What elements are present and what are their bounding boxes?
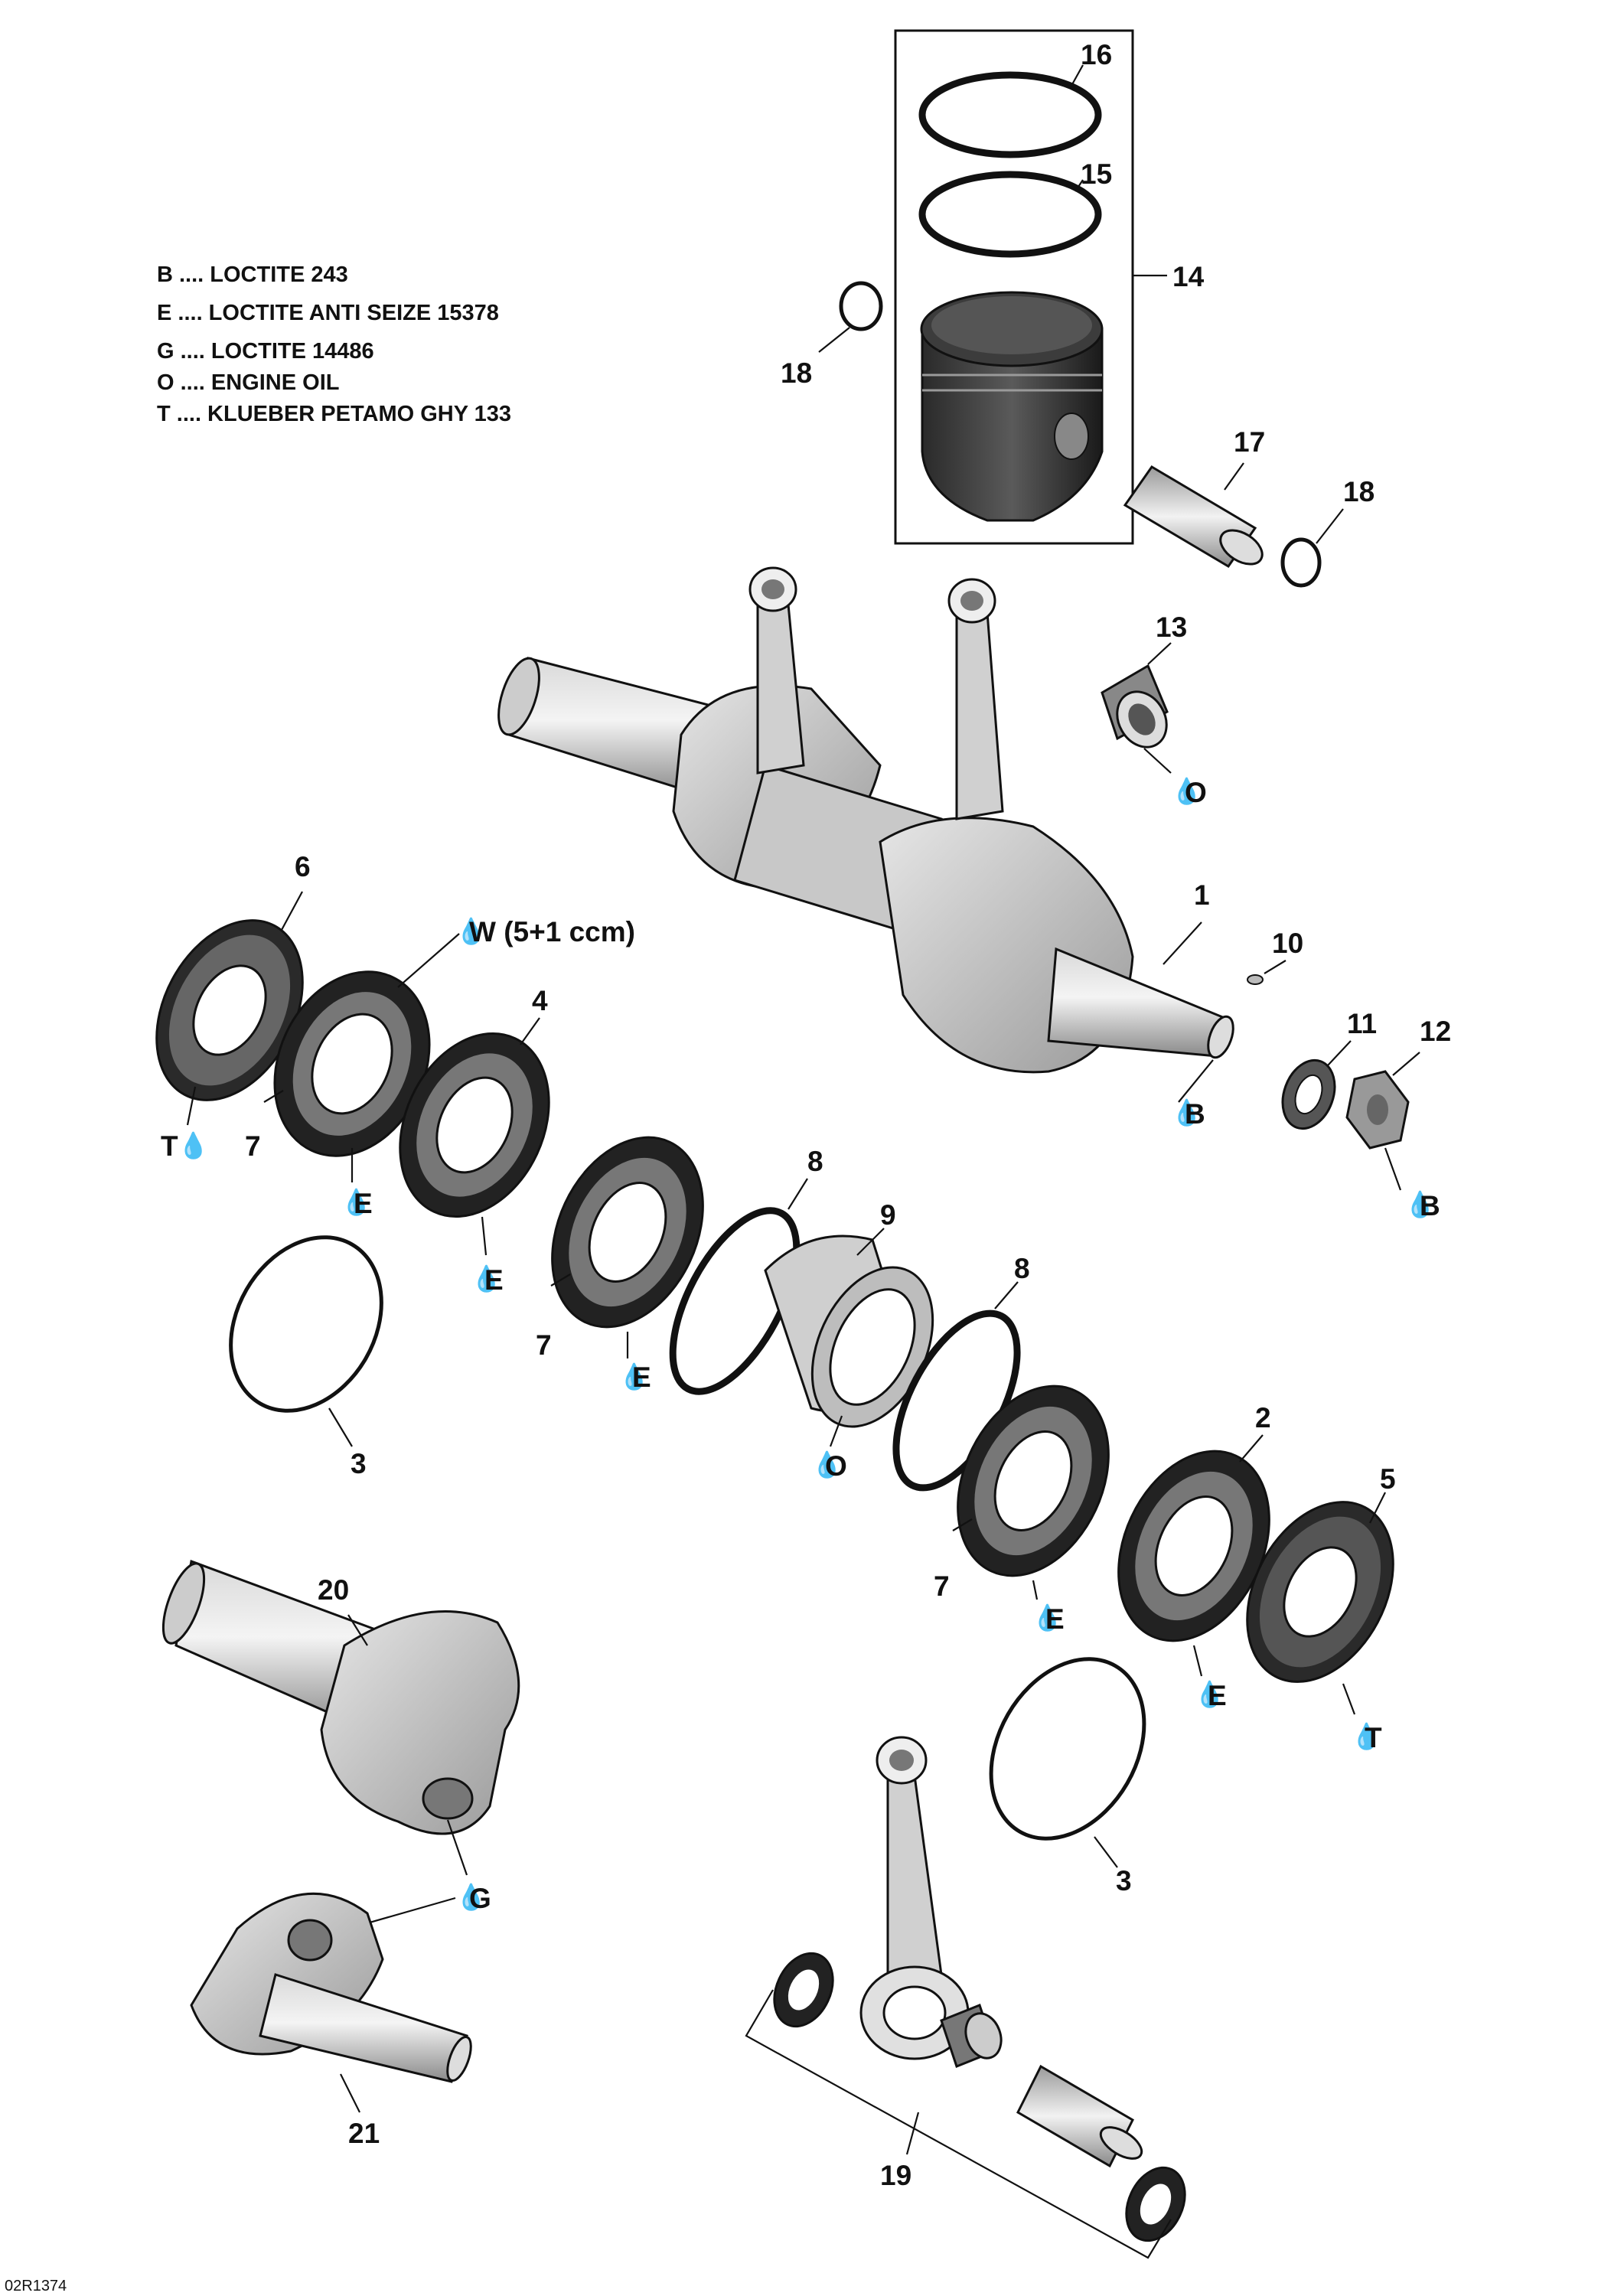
legend: B .... LOCTITE 243 E .... LOCTITE ANTI S… — [157, 263, 511, 426]
bearing-housing-9: 9 💧 O — [764, 1199, 934, 1482]
legend-line: G .... LOCTITE 14486 — [157, 339, 374, 364]
circlip-18-left: 18 — [781, 281, 883, 389]
lube-e-4: 💧 — [471, 1264, 502, 1293]
circlip-18-right: 18 — [1280, 476, 1375, 588]
oil-seal-6: 6 T 💧 — [155, 851, 311, 1162]
lube-b-1: 💧 — [1171, 1098, 1202, 1127]
lube-code: B — [1185, 1098, 1205, 1130]
lube-code: T — [1365, 1722, 1382, 1753]
o-ring-3-left: 3 — [229, 1235, 383, 1479]
lube-code: O — [1185, 777, 1207, 808]
callout-3-left: 3 — [351, 1448, 367, 1479]
callout-11: 11 — [1347, 1008, 1377, 1039]
bearing-7-a: 7 💧 W (5+1 ccm) 💧 E — [245, 916, 635, 1219]
legend-line: B .... LOCTITE 243 — [157, 263, 348, 287]
callout-6: 6 — [295, 851, 311, 882]
lube-e-7a: 💧 — [341, 1188, 372, 1217]
callout-12: 12 — [1420, 1016, 1451, 1047]
callout-18-left: 18 — [781, 357, 812, 389]
crankshaft-half-21: 21 — [190, 1892, 472, 2149]
callout-20: 20 — [318, 1574, 349, 1606]
callout-2: 2 — [1255, 1402, 1271, 1433]
lube-code: E — [484, 1264, 504, 1296]
callout-17: 17 — [1234, 426, 1265, 458]
lube-code: E — [632, 1362, 651, 1393]
callout-1: 1 — [1194, 879, 1210, 911]
drawing-reference: 02R1374 — [5, 2278, 67, 2294]
lube-code: B — [1420, 1190, 1440, 1221]
lube-t-5: 💧 — [1351, 1722, 1382, 1751]
crankshaft-half-20: 20 💧 G — [161, 1559, 520, 1938]
lube-e-2: 💧 — [1194, 1680, 1225, 1709]
bearing-7-c: 7 💧 E — [934, 1384, 1110, 1635]
callout-18-right: 18 — [1343, 476, 1375, 507]
lube-code: E — [1045, 1603, 1065, 1635]
lube-code: W (5+1 ccm) — [469, 916, 635, 947]
callout-15: 15 — [1081, 158, 1112, 190]
piston-kit-box — [894, 29, 1134, 545]
washer-11: 11 — [1281, 1008, 1377, 1130]
callout-8-b: 8 — [1014, 1253, 1030, 1284]
bearing-2: 2 💧 E — [1117, 1402, 1271, 1711]
callout-9: 9 — [880, 1199, 896, 1231]
callout-21: 21 — [348, 2118, 380, 2149]
retaining-ring-8-a: 8 — [669, 1146, 823, 1395]
callout-13: 13 — [1156, 612, 1187, 643]
lube-code: O — [825, 1450, 847, 1482]
callout-4: 4 — [532, 985, 548, 1016]
callout-7-b: 7 — [536, 1329, 552, 1361]
needle-bearing-13: 13 💧 O — [1101, 612, 1207, 808]
callout-5: 5 — [1380, 1463, 1396, 1495]
callout-7-c: 7 — [934, 1570, 950, 1602]
lube-g-20: 💧 — [455, 1883, 487, 1912]
piston — [920, 291, 1104, 522]
callout-3-right: 3 — [1116, 1865, 1132, 1896]
lube-code: E — [354, 1188, 373, 1219]
bearing-7-b: 7 💧 E — [536, 1136, 704, 1393]
lube-w-7: 💧 — [455, 917, 487, 946]
lube-t-6: 💧 — [178, 1131, 209, 1160]
bearing-4: 4 💧 E — [399, 985, 550, 1296]
lube-code: E — [1208, 1680, 1227, 1711]
o-ring-3-right: 3 — [989, 1657, 1146, 1896]
callout-19: 19 — [880, 2160, 911, 2191]
key-10: 10 — [1247, 928, 1303, 985]
lube-o-13: 💧 — [1171, 777, 1202, 806]
lube-code: G — [469, 1883, 491, 1914]
callout-7-a: 7 — [245, 1130, 261, 1162]
crankshaft-1: 1 💧 B — [497, 566, 1234, 1130]
lube-e-7c: 💧 — [1032, 1603, 1063, 1632]
lube-b-12: 💧 — [1404, 1190, 1436, 1219]
lube-o-9: 💧 — [811, 1450, 843, 1479]
oil-seal-5: 5 💧 T — [1246, 1463, 1396, 1753]
nut-12: 12 💧 B — [1345, 1016, 1451, 1221]
connecting-rod-kit-19: 19 — [745, 1736, 1186, 2259]
piston-kit-group: 14 16 15 — [894, 29, 1205, 545]
callout-14: 14 — [1172, 261, 1205, 292]
lube-code: T — [161, 1130, 178, 1162]
legend-line: E .... LOCTITE ANTI SEIZE 15378 — [157, 301, 499, 325]
lube-e-7b: 💧 — [618, 1362, 650, 1391]
piston-ring-16 — [918, 71, 1102, 158]
piston-pin-17: 17 — [1123, 426, 1265, 568]
callout-8-a: 8 — [807, 1146, 823, 1177]
piston-ring-15 — [918, 171, 1102, 258]
callout-16: 16 — [1081, 39, 1112, 70]
callout-10: 10 — [1272, 928, 1303, 959]
legend-line: O .... ENGINE OIL — [157, 370, 339, 395]
legend-line: T .... KLUEBER PETAMO GHY 133 — [157, 402, 511, 426]
